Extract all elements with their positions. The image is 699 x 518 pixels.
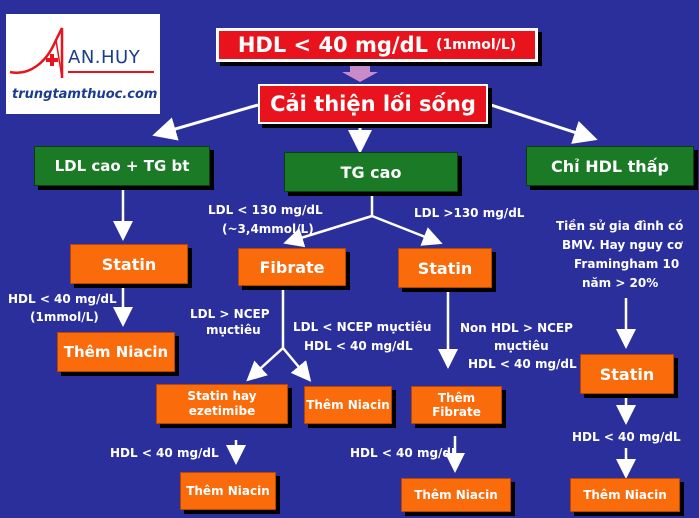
label-ldl-gt-130: LDL >130 mg/dL [414, 206, 525, 220]
label-ldl-ncep-1: LDL > NCEP [190, 307, 270, 321]
label-hdl-bottom-b: HDL < 40 mg/dL [350, 446, 459, 460]
niacin-under-fibrate-box: Thêm Niacin [401, 478, 511, 512]
label-hdl-right: HDL < 40 mg/dL [572, 430, 681, 444]
logo-brand: AN.HUY [68, 47, 141, 68]
hdl-low-top-box: HDL < 40 mg/dL (1mmol/L) [216, 28, 538, 62]
label-ldl-lt-130: LDL < 130 mg/dL [208, 203, 323, 217]
label-nonhdl-2: mụctiêu [494, 339, 549, 353]
an-huy-logo-icon [9, 27, 154, 79]
top-down-arrow [342, 64, 378, 82]
label-history-1: Tiền sử gia đình có [556, 219, 684, 233]
label-history-4: năm > 20% [582, 276, 659, 290]
tg-high-box: TG cao [284, 152, 458, 192]
label-ldl-lt-ncep-1: LDL < NCEP mụctiêu [293, 320, 432, 334]
statin-right-box: Statin [580, 354, 674, 394]
top-main: HDL < 40 mg/dL [237, 33, 428, 57]
fibrate-box: Fibrate [238, 248, 346, 286]
niacin-left-box: Thêm Niacin [57, 332, 175, 372]
label-nonhdl-3: HDL < 40 mg/dL [468, 357, 577, 371]
statin-ezetimibe-box: Statin hay ezetimibe [156, 384, 288, 424]
statin-mid-box: Statin [398, 248, 492, 288]
label-ldl-lt-ncep-2: HDL < 40 mg/dL [304, 339, 413, 353]
label-nonhdl-1: Non HDL > NCEP [460, 321, 573, 335]
ldl-high-tg-normal-box: LDL cao + TG bt [34, 146, 210, 186]
logo: AN.HUY trungtamthuoc.com [6, 14, 160, 114]
label-ldl-ncep-2: mụctiêu [206, 323, 261, 337]
label-hdl-left-1: HDL < 40 mg/dL [8, 292, 117, 306]
label-hdl-bottom-a: HDL < 40 mg/dL [110, 446, 219, 460]
lifestyle-box: Cải thiện lối sống [258, 84, 488, 124]
niacin-mid-box: Thêm Niacin [304, 386, 392, 424]
hdl-low-only-box: Chỉ HDL thấp [526, 146, 694, 186]
label-history-2: BMV. Hay nguy cơ [562, 238, 683, 252]
top-sub: (1mmol/L) [435, 37, 517, 53]
label-history-3: Framingham 10 [574, 257, 680, 271]
label-approx-34: (~3,4mmol/L) [222, 222, 314, 236]
logo-site: trungtamthuoc.com [12, 87, 158, 102]
niacin-under-statin-ez-box: Thêm Niacin [180, 472, 276, 510]
add-fibrate-box: Thêm Fibrate [411, 386, 502, 424]
label-hdl-left-2: (1mmol/L) [30, 310, 99, 324]
statin-left-box: Statin [70, 244, 188, 284]
niacin-right-box: Thêm Niacin [570, 478, 680, 512]
